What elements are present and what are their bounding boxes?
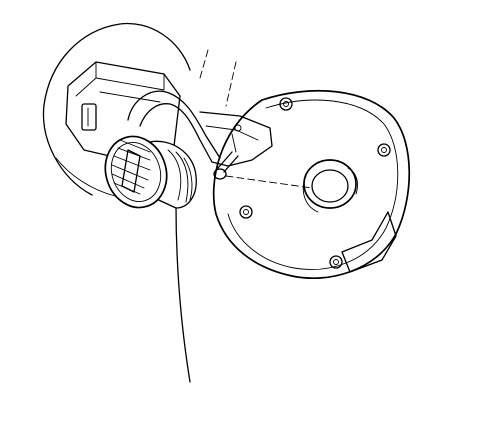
screw-right — [377, 143, 391, 157]
screw-bottom — [329, 255, 343, 269]
pin-head — [213, 168, 227, 180]
screw-left — [239, 205, 253, 219]
cap-tether — [127, 90, 273, 167]
tether-hole — [234, 124, 242, 132]
reference-lines — [199, 49, 237, 107]
tether-pin — [213, 151, 239, 180]
fuel-filler-neck — [302, 159, 359, 213]
screw-top — [279, 97, 293, 111]
cap-grip-tab — [121, 149, 141, 193]
cap-head — [104, 135, 168, 209]
mounting-screws — [239, 97, 391, 269]
bracket-slot — [81, 103, 97, 131]
filler-neck-inner — [311, 169, 349, 203]
alignment-centerline — [225, 175, 313, 189]
fuel-cap — [104, 135, 197, 209]
body-panel-contour — [42, 22, 191, 383]
